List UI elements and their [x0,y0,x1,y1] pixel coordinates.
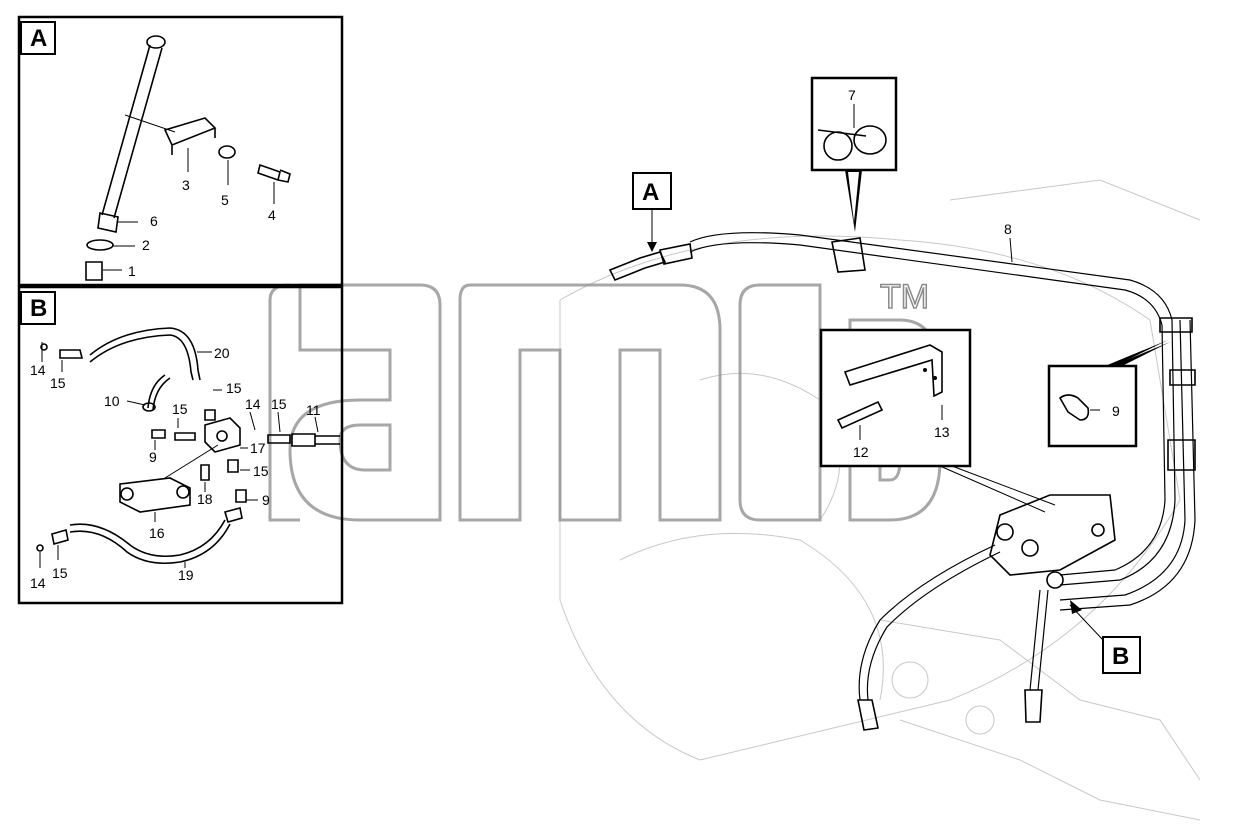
callout-17: 17 [250,440,266,456]
callout-4: 4 [268,207,276,223]
callout-6: 6 [150,213,158,229]
callout-8: 8 [1004,221,1012,237]
callout-15-lower: 15 [253,463,269,479]
callout-20: 20 [214,345,230,361]
callout-15-bottom: 15 [52,565,68,581]
flag-b-letter: B [1112,643,1129,670]
inset-a: A 6 2 1 3 5 4 [17,15,344,287]
callout-10: 10 [104,393,120,409]
callout-19: 19 [178,567,194,583]
callout-2: 2 [142,237,150,253]
flag-a-letter: A [642,179,659,206]
callout-14-top: 14 [30,362,46,378]
trademark-mark: TM [880,278,929,316]
callout-14-bottom: 14 [30,575,46,591]
watermark-logo: TM [268,277,942,522]
callout-9-main: 9 [1112,403,1120,419]
callout-5: 5 [221,192,229,208]
callout-15-top: 15 [50,375,66,391]
callout-18: 18 [197,491,213,507]
callout-13: 13 [934,424,950,440]
callout-12: 12 [853,444,869,460]
callout-9-left: 9 [149,449,157,465]
callout-3: 3 [182,177,190,193]
callout-7: 7 [848,87,856,103]
callout-9-right: 9 [262,492,270,508]
callout-1: 1 [128,263,136,279]
inset-b-letter: B [30,295,47,322]
main-assembly: A 7 8 9 12 13 B [608,76,1196,731]
inset-b: B 14 15 20 [17,285,344,605]
callout-15-mid-top: 15 [226,380,242,396]
inset-a-letter: A [30,25,47,52]
callout-15-mid-right: 15 [271,396,287,412]
background-machine-sketch [559,179,1201,821]
callout-15-mid-left: 15 [172,401,188,417]
callout-11: 11 [306,402,321,418]
callout-14-mid: 14 [245,396,261,412]
callout-16: 16 [149,525,165,541]
